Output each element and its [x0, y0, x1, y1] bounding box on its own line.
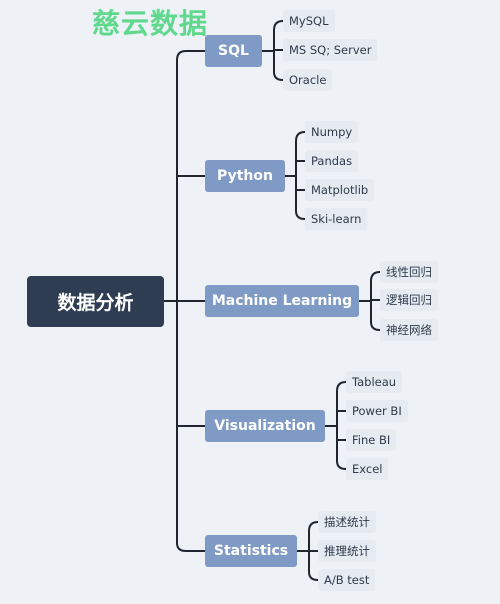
leaf-logistic-regression[interactable]: 逻辑回归: [380, 289, 438, 311]
leaf-matplotlib[interactable]: Matplotlib: [305, 179, 375, 201]
leaf-pandas[interactable]: Pandas: [305, 150, 359, 172]
leaf-ski-learn[interactable]: Ski-learn: [305, 208, 368, 230]
leaf-power-bi[interactable]: Power BI: [346, 400, 408, 422]
branch-machine-learning[interactable]: Machine Learning: [205, 285, 359, 317]
leaf-ms-sql-server[interactable]: MS SQ; Server: [283, 39, 378, 61]
leaf-ab-test[interactable]: A/B test: [318, 569, 376, 591]
leaf-numpy[interactable]: Numpy: [305, 121, 359, 143]
leaf-tableau[interactable]: Tableau: [346, 371, 403, 393]
leaf-linear-regression[interactable]: 线性回归: [380, 261, 438, 283]
leaf-descriptive-stats[interactable]: 描述统计: [318, 511, 376, 533]
branch-visualization[interactable]: Visualization: [205, 410, 325, 442]
watermark-logo: 慈云数据: [92, 7, 209, 40]
branch-python[interactable]: Python: [205, 160, 285, 192]
branch-statistics[interactable]: Statistics: [205, 535, 297, 567]
root-node[interactable]: 数据分析: [27, 276, 164, 327]
leaf-oracle[interactable]: Oracle: [283, 69, 333, 91]
leaf-excel[interactable]: Excel: [346, 458, 389, 480]
leaf-neural-network[interactable]: 神经网络: [380, 319, 438, 341]
leaf-fine-bi[interactable]: Fine BI: [346, 429, 397, 451]
branch-sql[interactable]: SQL: [205, 35, 262, 67]
leaf-mysql[interactable]: MySQL: [283, 10, 335, 32]
leaf-inferential-stats[interactable]: 推理统计: [318, 540, 376, 562]
